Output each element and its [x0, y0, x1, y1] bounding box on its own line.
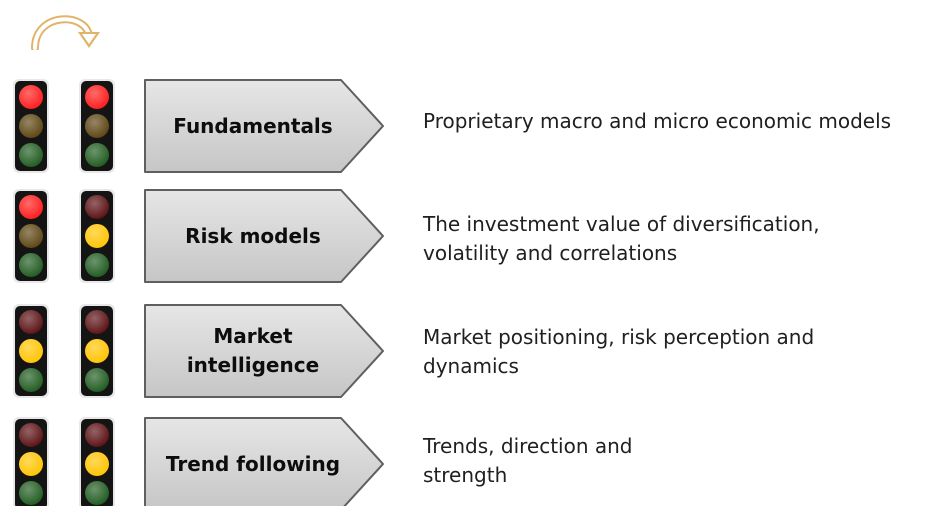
step-label: Trend following [165, 451, 341, 476]
row-fundamentals: Fundamentals Proprietary macro and micro… [0, 78, 926, 178]
traffic-light-icon-left [12, 188, 50, 284]
step-label: Fundamentals [173, 113, 333, 138]
chevron-arrow-shape: Risk models [143, 188, 385, 284]
traffic-light-icon-left [12, 416, 50, 506]
chevron-arrow-shape: Market intelligence [143, 303, 385, 399]
row-trend-following: Trend following Trends, direction and st… [0, 416, 926, 506]
traffic-light-icon-right [78, 416, 116, 506]
curved-arrow-icon [31, 15, 100, 50]
step-description: Trends, direction and strength [423, 434, 633, 487]
traffic-light-icon-right [78, 78, 116, 174]
step-description: Proprietary macro and micro economic mod… [423, 109, 892, 133]
step-description: Market positioning, risk perception and … [423, 325, 815, 378]
traffic-light-icon-left [12, 78, 50, 174]
traffic-light-icon-left [12, 303, 50, 399]
chevron-arrow-shape: Fundamentals [143, 78, 385, 174]
step-label: Market intelligence [186, 324, 320, 377]
traffic-light-icon-right [78, 303, 116, 399]
chevron-arrow-shape: Trend following [143, 416, 385, 506]
row-market-intelligence: Market intelligence Market positioning, … [0, 303, 926, 403]
row-risk-models: Risk models The investment value of dive… [0, 188, 926, 288]
step-description: The investment value of diversification,… [423, 212, 820, 265]
step-label: Risk models [185, 223, 321, 248]
traffic-light-icon-right [78, 188, 116, 284]
